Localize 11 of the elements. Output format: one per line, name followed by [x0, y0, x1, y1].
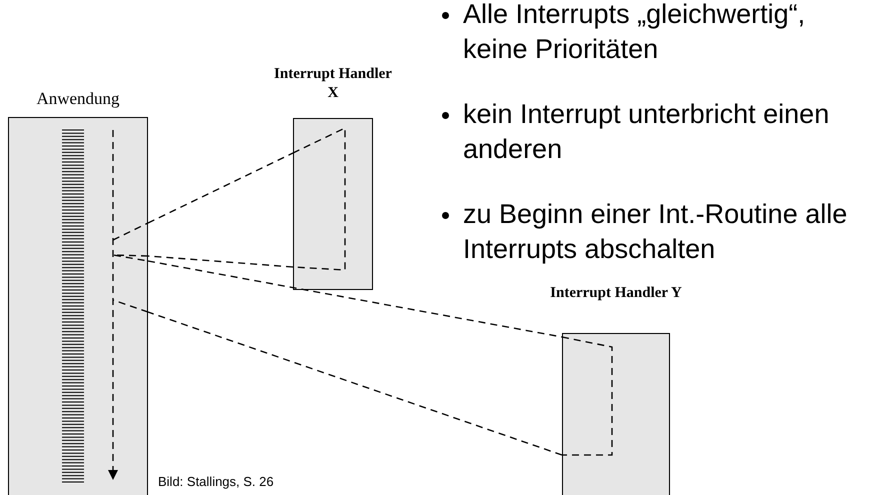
dashed-line [148, 255, 294, 268]
box-title: Interrupt Handler Y [549, 284, 683, 303]
bullet-text: Alle Interrupts „gleichwertig“, keine Prioritäten [463, 0, 806, 64]
bullet-text: kein Interrupt unterbricht einen anderen [463, 99, 830, 164]
dashed-line [148, 311, 562, 456]
bullet-text: zu Beginn einer Int.-Routine alle Interrupts abschalten [463, 199, 848, 264]
dashed-line [148, 260, 562, 338]
box-title: Anwendung [35, 88, 121, 110]
box-title: Interrupt Handler X [274, 65, 392, 102]
dashed-line [148, 152, 294, 224]
source-note: Bild: Stallings, S. 26 [158, 474, 274, 489]
